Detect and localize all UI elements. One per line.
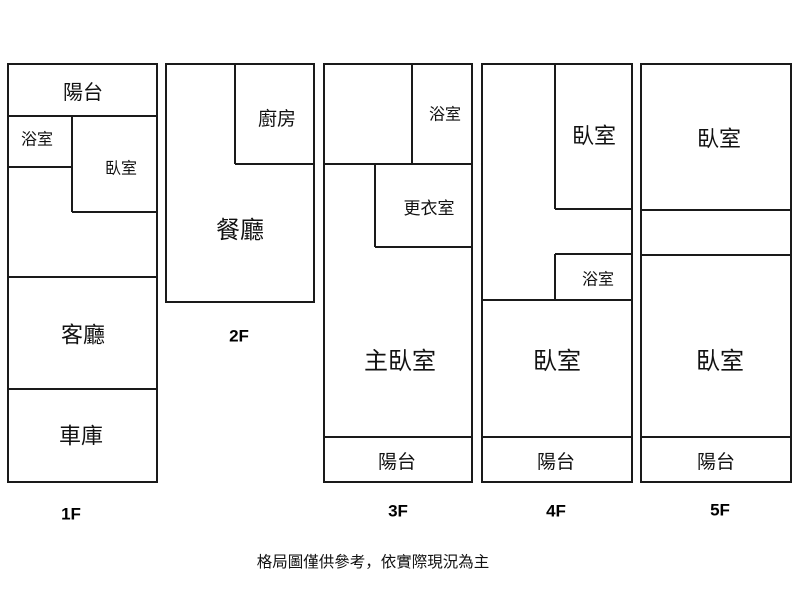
floor-4f-walls	[481, 63, 633, 483]
floor-label-5f: 5F	[710, 501, 730, 520]
disclaimer-note: 格局圖僅供參考，依實際現況為主	[257, 552, 490, 571]
room-label-2f-dining: 餐廳	[216, 216, 264, 244]
floor-3f-walls	[323, 63, 473, 483]
room-label-5f-balcony: 陽台	[697, 451, 735, 473]
floor-label-4f: 4F	[546, 502, 566, 521]
room-label-2f-kitchen: 廚房	[258, 107, 296, 130]
room-label-4f-balcony: 陽台	[537, 451, 575, 473]
floor-label-1f: 1F	[61, 505, 81, 524]
room-label-1f-living: 客廳	[61, 324, 105, 349]
room-label-4f-bedroom-top: 臥室	[572, 125, 616, 150]
room-label-4f-bath: 浴室	[582, 270, 614, 289]
room-label-3f-balcony: 陽台	[378, 451, 416, 473]
room-label-1f-balcony: 陽台	[63, 80, 103, 104]
floor-1f-walls	[7, 63, 158, 483]
room-label-5f-bedroom: 臥室	[696, 347, 744, 375]
room-label-3f-closet: 更衣室	[404, 199, 455, 219]
room-label-1f-garage: 車庫	[59, 425, 103, 450]
floor-5f-walls	[640, 63, 792, 483]
room-label-1f-bedroom: 臥室	[105, 159, 137, 178]
floor-label-3f: 3F	[388, 502, 408, 521]
room-label-3f-master: 主臥室	[364, 347, 436, 375]
room-label-4f-bedroom: 臥室	[533, 347, 581, 375]
floor-label-2f: 2F	[229, 327, 249, 346]
floor-2f-walls	[165, 63, 315, 303]
room-label-5f-bedroom-top: 臥室	[697, 128, 741, 153]
room-label-1f-bath: 浴室	[21, 130, 53, 149]
room-label-3f-bath: 浴室	[429, 105, 461, 124]
